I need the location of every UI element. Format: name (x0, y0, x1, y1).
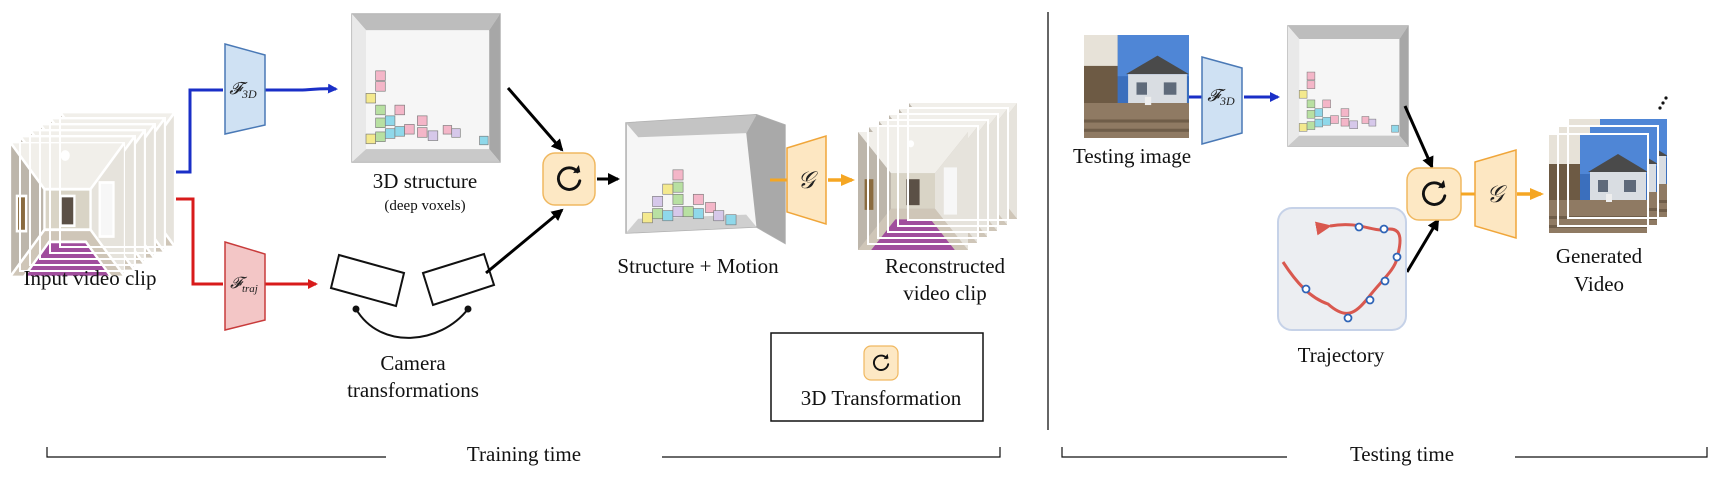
testing-image (1084, 35, 1189, 138)
encoder-traj-block: 𝓕traj (224, 240, 266, 331)
training-time-bracket (46, 447, 1001, 458)
structure-voxel-grid (351, 13, 501, 163)
camera-label-line2: transformations (347, 378, 479, 402)
vertical-ellipsis-icon (1658, 96, 1668, 110)
test-arrow-trajectory-to-transform (1405, 218, 1440, 273)
struct-motion-voxel-grid (625, 113, 786, 245)
camera-frame-b (421, 252, 496, 307)
encoder-3d-subscript: 3D (241, 87, 257, 101)
generator-symbol: 𝒢 (797, 168, 818, 194)
input-video-clip (10, 111, 176, 277)
blue-path-to-structure (264, 83, 338, 94)
trajectory-points (1301, 222, 1402, 323)
camera-frames (329, 252, 496, 339)
test-generator-block: 𝒢 (1474, 148, 1517, 240)
input-video-clip-label: Input video clip (24, 266, 157, 290)
test-arrow-structure-to-transform (1403, 105, 1434, 169)
reconstructed-label-line2: video clip (903, 281, 986, 305)
structure-label: 3D structure (373, 169, 477, 193)
generator-block: 𝒢 (786, 134, 827, 226)
testing-time-bracket (1061, 447, 1708, 458)
arrow-camera-to-transform (485, 208, 564, 275)
reconstructed-label-line1: Reconstructed (885, 254, 1006, 278)
camera-label-line1: Camera (380, 351, 446, 375)
legend-box: 3D Transformation (770, 332, 984, 422)
testing-image-label: Testing image (1073, 144, 1191, 168)
test-generator-symbol: 𝒢 (1486, 182, 1507, 208)
test-encoder-subscript: 3D (1219, 94, 1235, 108)
arrow-structure-to-transform (506, 87, 564, 152)
structure-sublabel: (deep voxels) (384, 198, 465, 214)
testing-time-label: Testing time (1350, 442, 1454, 466)
generated-video (1547, 117, 1669, 235)
reconstructed-video-clip (858, 101, 1019, 250)
test-transform-node (1406, 167, 1462, 221)
legend-label: 3D Transformation (801, 386, 962, 410)
generated-label-line2: Video (1574, 272, 1624, 296)
encoder-traj-subscript: traj (242, 283, 258, 295)
transform-node (542, 152, 596, 206)
encoder-3d-block: 𝓕3D (224, 43, 266, 135)
struct-motion-label: Structure + Motion (617, 254, 779, 278)
blue-path-to-encoder (176, 88, 223, 174)
test-encoder-3d-block: 𝓕3D (1201, 56, 1243, 145)
camera-transform-arc (355, 308, 469, 339)
trajectory-panel (1277, 207, 1407, 331)
trajectory-label: Trajectory (1298, 343, 1385, 367)
training-time-label: Training time (467, 442, 581, 466)
red-path-to-encoder (176, 197, 223, 286)
test-structure-voxel-grid (1287, 25, 1409, 147)
generated-label-line1: Generated (1556, 244, 1643, 268)
camera-frame-a (329, 253, 406, 308)
